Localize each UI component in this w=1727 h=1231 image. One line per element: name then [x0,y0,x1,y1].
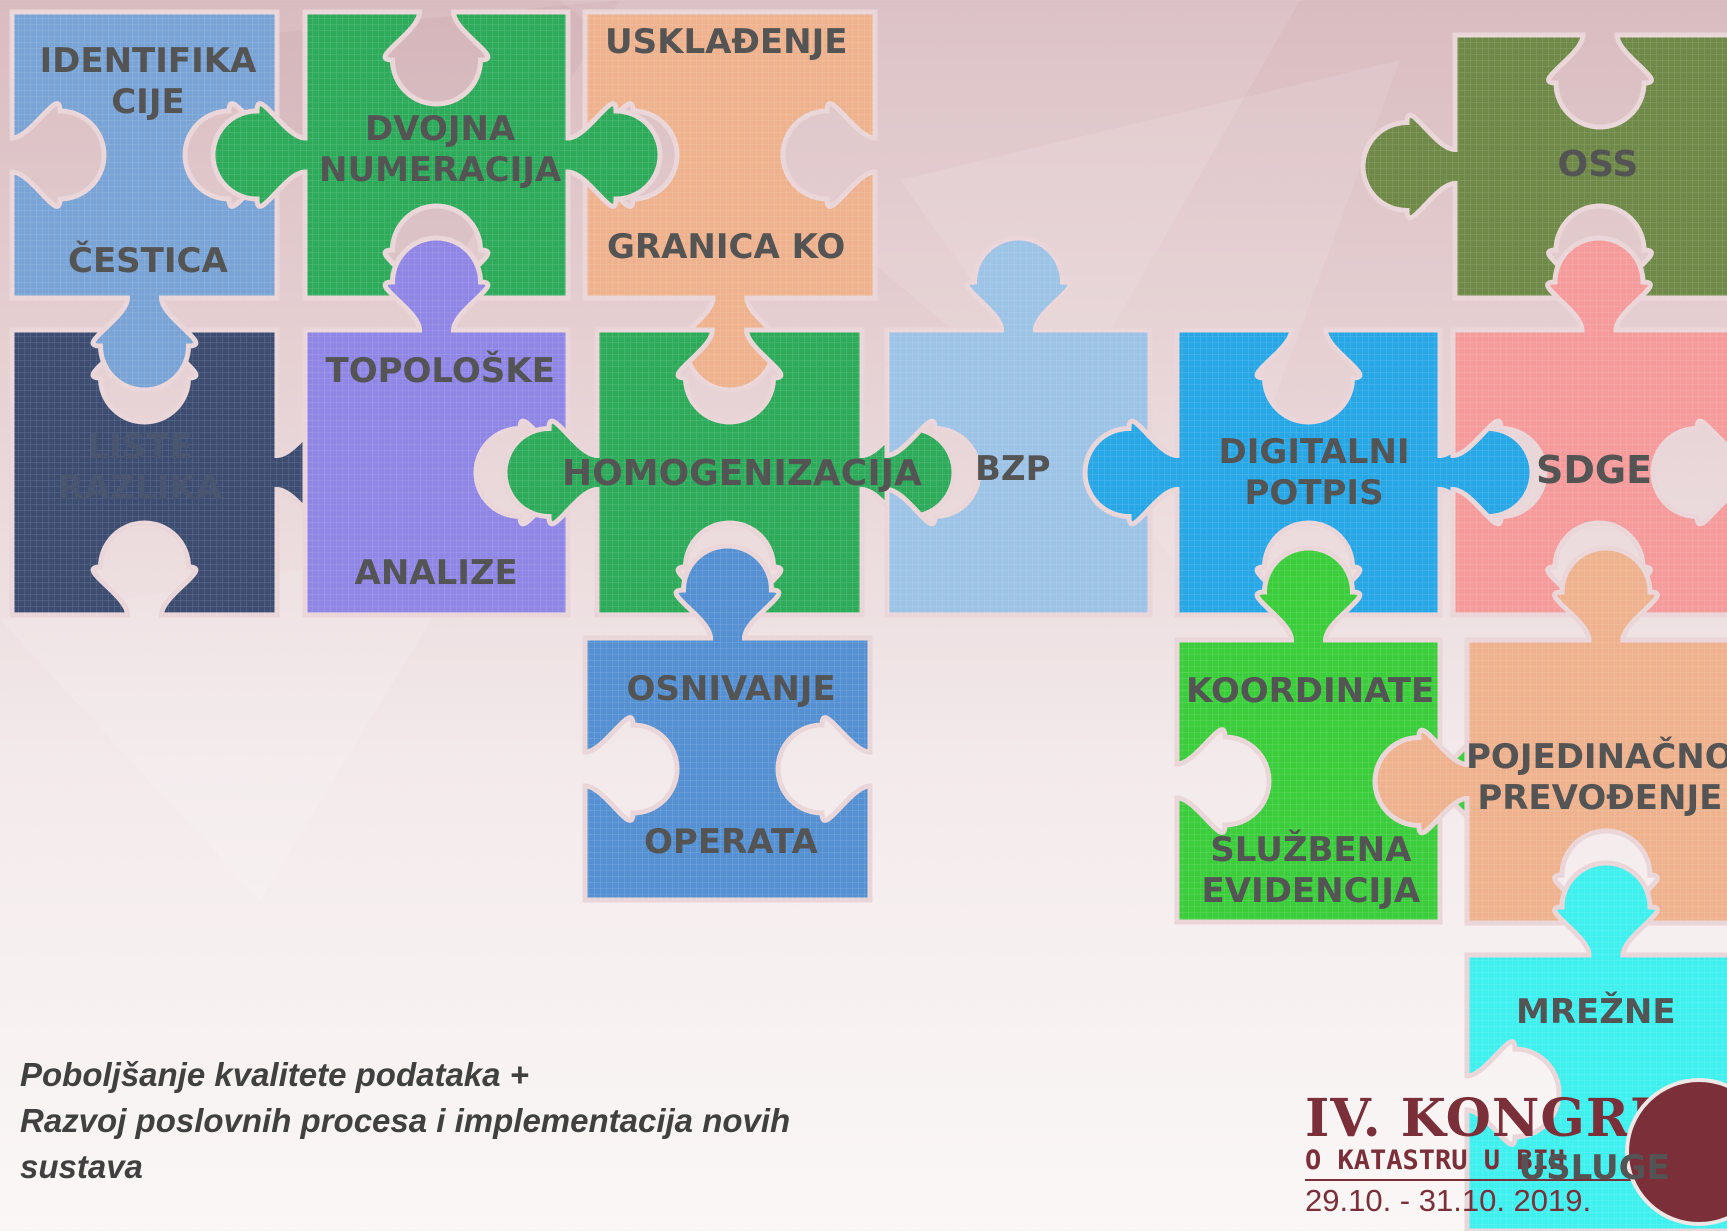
piece-label-osnivanje: OSNIVANJE [627,669,836,710]
piece-label-line: HOMOGENIZACIJA [562,453,922,495]
caption-line-2: Razvoj poslovnih procesa i implementacij… [20,1102,791,1139]
piece-label-line: PREVOĐENJE [1477,777,1723,818]
caption-line-3: sustava [20,1148,143,1185]
piece-texture-dvojna [213,12,660,298]
piece-label-line: TOPOLOŠKE [325,351,555,392]
piece-label-line: ANALIZE [354,553,518,594]
piece-label-line: POTPIS [1244,472,1384,513]
piece-label-homogenizacija: HOMOGENIZACIJA [562,452,922,496]
piece-texture-osnivanje [585,546,870,900]
piece-texture-uskladenje [585,12,875,390]
piece-label-line: POJEDINAČNO [1466,736,1727,777]
piece-label-line: NUMERACIJA [319,149,562,190]
piece-label-mrezne: MREŽNE [1516,992,1676,1033]
piece-label-oss: OSS [1558,143,1639,187]
piece-label-cestica: ČESTICA [68,241,228,282]
piece-label-operata: OPERATA [644,822,818,863]
logo-dates: 29.10. - 31.10. 2019. [1305,1183,1592,1218]
caption-line-1: Poboljšanje kvalitete podataka + [20,1056,529,1093]
piece-texture-sdge [1453,238,1727,615]
piece-label-line: IDENTIFIKA [39,40,257,81]
piece-label-line: MREŽNE [1516,992,1676,1033]
piece-texture-pojedinacno [1375,548,1727,923]
piece-label-line: RAZLIKA [58,467,223,508]
piece-label-line: GRANICA KO [607,227,846,268]
piece-texture-topoloske [305,238,568,615]
piece-label-line: OSS [1557,144,1639,186]
piece-label-line: DIGITALNI [1218,431,1410,472]
piece-texture-identifikacije [12,12,277,390]
piece-label-line: CIJE [111,81,185,122]
piece-label-line: OSNIVANJE [626,669,836,710]
piece-label-line: BZP [975,449,1051,490]
piece-label-line: EVIDENCIJA [1201,870,1421,911]
piece-label-line: USKLAĐENJE [605,22,848,63]
piece-texture-koordinate [1177,548,1532,922]
logo-divider [1305,1179,1635,1181]
piece-label-line: OPERATA [644,822,818,863]
piece-label-uskladenje: USKLAĐENJE [605,22,847,63]
piece-texture-liste [12,330,369,615]
piece-label-line: ČESTICA [68,241,228,282]
piece-label-koordinate: KOORDINATE [1186,671,1434,712]
piece-label-sdge: SDGE [1536,447,1652,493]
piece-label-line: SDGE [1536,447,1653,492]
logo-subtitle: O KATASTRU U BIH [1305,1145,1566,1176]
piece-label-granica: GRANICA KO [607,227,845,268]
piece-texture-bzp [887,238,1150,615]
piece-label-usluge: USLUGE [1519,1148,1670,1189]
piece-label-line: SLUŽBENA [1210,829,1412,870]
piece-label-line: DVOJNA [364,108,516,149]
piece-label-line: USLUGE [1518,1148,1670,1189]
piece-label-analize: ANALIZE [355,553,518,594]
piece-texture-oss [1363,35,1727,298]
piece-texture-homogenizacija [505,330,954,615]
piece-label-line: KOORDINATE [1186,671,1435,712]
piece-label-bzp: BZP [975,449,1051,490]
piece-texture-digitalni [1085,330,1533,615]
piece-label-line: LISTE [87,426,193,467]
caption: Poboljšanje kvalitete podataka + Razvoj … [20,1052,920,1190]
piece-label-topoloske: TOPOLOŠKE [326,351,555,392]
